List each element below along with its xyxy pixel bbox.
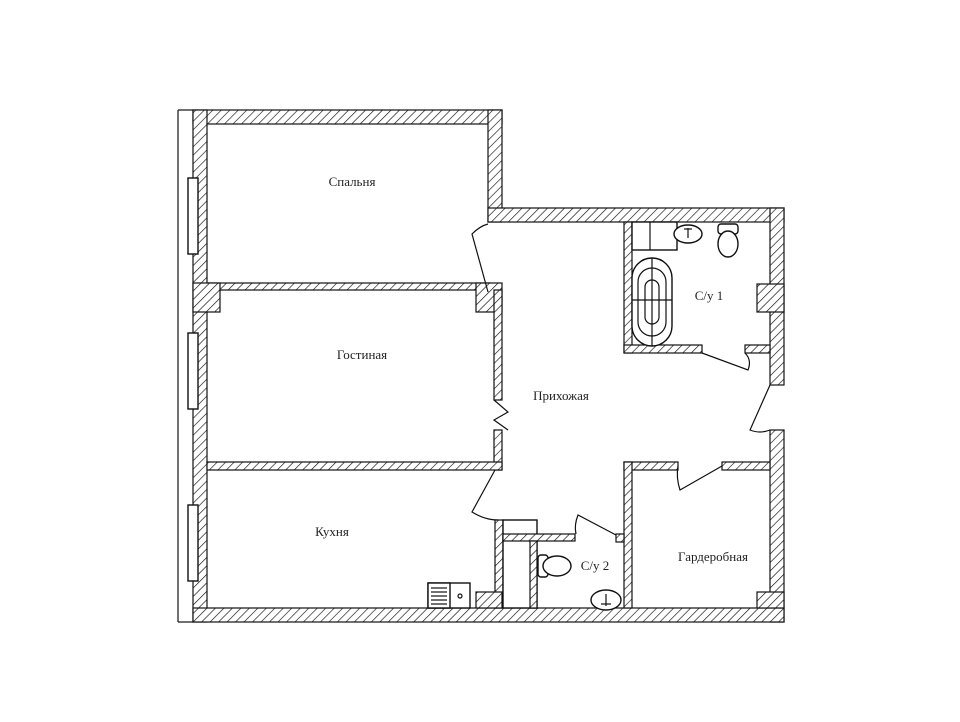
- room-label-hallway: Прихожая: [533, 388, 589, 403]
- room-label-bedroom: Спальня: [329, 174, 376, 189]
- exterior-walls: [192, 109, 785, 623]
- windows: [187, 177, 199, 582]
- room-label-wardrobe: Гардеробная: [678, 549, 748, 564]
- toilet-icon: [717, 223, 739, 258]
- kitchen-sink-icon: [427, 582, 471, 609]
- sink-icon: [673, 224, 703, 244]
- interior-walls: [192, 221, 785, 609]
- doors: [471, 223, 771, 536]
- room-label-bathroom-2: С/у 2: [581, 558, 610, 573]
- sink-2-icon: [590, 589, 622, 611]
- room-label-bathroom-1: С/у 1: [695, 288, 724, 303]
- facade-line: [177, 109, 193, 623]
- toilet-2-icon: [537, 554, 572, 578]
- room-label-living-room: Гостиная: [337, 347, 387, 362]
- bathtub-icon: [631, 257, 673, 347]
- room-label-kitchen: Кухня: [315, 524, 349, 539]
